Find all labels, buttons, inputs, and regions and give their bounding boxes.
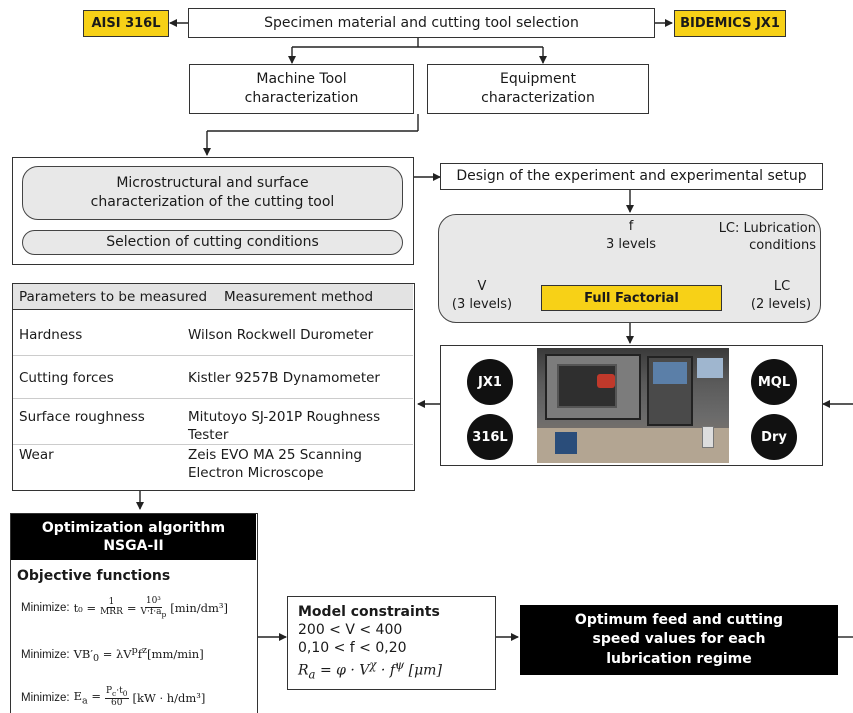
lc-note: LC: Lubrication conditions — [718, 221, 816, 253]
objective-wear: Minimize: VB′0 = λVpfz[mm/min] — [21, 645, 204, 665]
machine-tool-characterization-box: Machine Tool characterization — [189, 64, 414, 114]
factorial-design-block: f 3 levels LC: Lubrication conditions V … — [438, 214, 821, 323]
monitor — [697, 358, 723, 378]
lc-label: LC — [773, 279, 791, 294]
table-row: Wear Zeis EVO MA 25 Scanning Electron Mi… — [13, 445, 413, 489]
optimization-title-line2: NSGA-II — [103, 538, 164, 554]
constraint-feed: 0,10 < f < 0,20 — [298, 640, 407, 657]
param-cell: Cutting forces — [19, 370, 114, 386]
energy-unit: [kW · h/dm³] — [132, 690, 206, 705]
method-cell: Mitutoyo SJ-201P Roughness Tester — [188, 409, 381, 443]
haas-logo — [597, 374, 615, 388]
param-cell: Wear — [19, 447, 54, 463]
table-row: Surface roughness Mitutoyo SJ-201P Rough… — [13, 399, 413, 445]
header-parameters: Parameters to be measured — [19, 289, 208, 305]
optimum-result-box: Optimum feed and cutting speed values fo… — [520, 605, 838, 675]
method-cell: Kistler 9257B Dynamometer — [188, 370, 380, 386]
mql-circle: MQL — [751, 359, 797, 405]
design-of-experiment-box: Design of the experiment and experimenta… — [440, 163, 823, 190]
time-unit: [min/dm³] — [170, 600, 228, 615]
f-label: f — [628, 219, 634, 234]
optimization-title: Optimization algorithm NSGA-II — [11, 514, 256, 560]
lathe-window — [557, 364, 617, 408]
objective-functions-title: Objective functions — [17, 568, 171, 584]
constraints-title: Model constraints — [298, 604, 440, 620]
tool-box: BIDEMICS JX1 — [674, 10, 786, 37]
tool-characterization-block: Microstructural and surface characteriza… — [12, 157, 414, 265]
measurement-table: Parameters to be measured Measurement me… — [12, 283, 415, 491]
method-cell: Wilson Rockwell Durometer — [188, 327, 374, 343]
equipment-characterization-box: Equipment characterization — [427, 64, 649, 114]
minimize-label: Minimize: — [21, 691, 70, 704]
param-cell: Hardness — [19, 327, 83, 343]
f-levels: 3 levels — [605, 237, 657, 252]
constraint-speed: 200 < V < 400 — [298, 622, 403, 639]
table-row: Hardness Wilson Rockwell Durometer — [13, 311, 413, 356]
minimize-label: Minimize: — [21, 601, 70, 614]
cutting-conditions-pill: Selection of cutting conditions — [22, 230, 403, 255]
time-lhs: t₀ = — [73, 600, 97, 615]
coolant-bottle — [702, 426, 714, 448]
microstructural-characterization-pill: Microstructural and surface characteriza… — [22, 166, 403, 220]
minimize-label: Minimize: — [21, 648, 70, 661]
tool-cabinet — [555, 432, 577, 454]
316l-material-circle: 316L — [467, 414, 513, 460]
cnc-lathe-photo — [537, 348, 729, 463]
optimization-block: Optimization algorithm NSGA-II Objective… — [10, 513, 258, 713]
dry-circle: Dry — [751, 414, 797, 460]
optimization-title-line1: Optimization algorithm — [41, 519, 226, 536]
table-header: Parameters to be measured Measurement me… — [13, 284, 413, 310]
material-box: AISI 316L — [83, 10, 169, 37]
table-row: Cutting forces Kistler 9257B Dynamometer — [13, 356, 413, 399]
method-cell: Zeis EVO MA 25 Scanning Electron Microsc… — [188, 447, 362, 481]
v-levels: (3 levels) — [451, 297, 513, 312]
model-constraints-box: Model constraints 200 < V < 400 0,10 < f… — [287, 596, 496, 690]
v-label: V — [477, 279, 487, 294]
constraint-roughness: Ra = φ · Vχ · fψ [μm] — [298, 657, 442, 682]
param-cell: Surface roughness — [19, 409, 145, 425]
lc-levels: (2 levels) — [750, 297, 812, 312]
header-method: Measurement method — [224, 289, 374, 305]
selection-box: Specimen material and cutting tool selec… — [188, 8, 655, 38]
jx1-tool-circle: JX1 — [467, 359, 513, 405]
full-factorial-box: Full Factorial — [541, 285, 722, 311]
control-screen — [653, 362, 687, 384]
experimental-setup-block: JX1 316L MQL Dry — [440, 345, 823, 466]
